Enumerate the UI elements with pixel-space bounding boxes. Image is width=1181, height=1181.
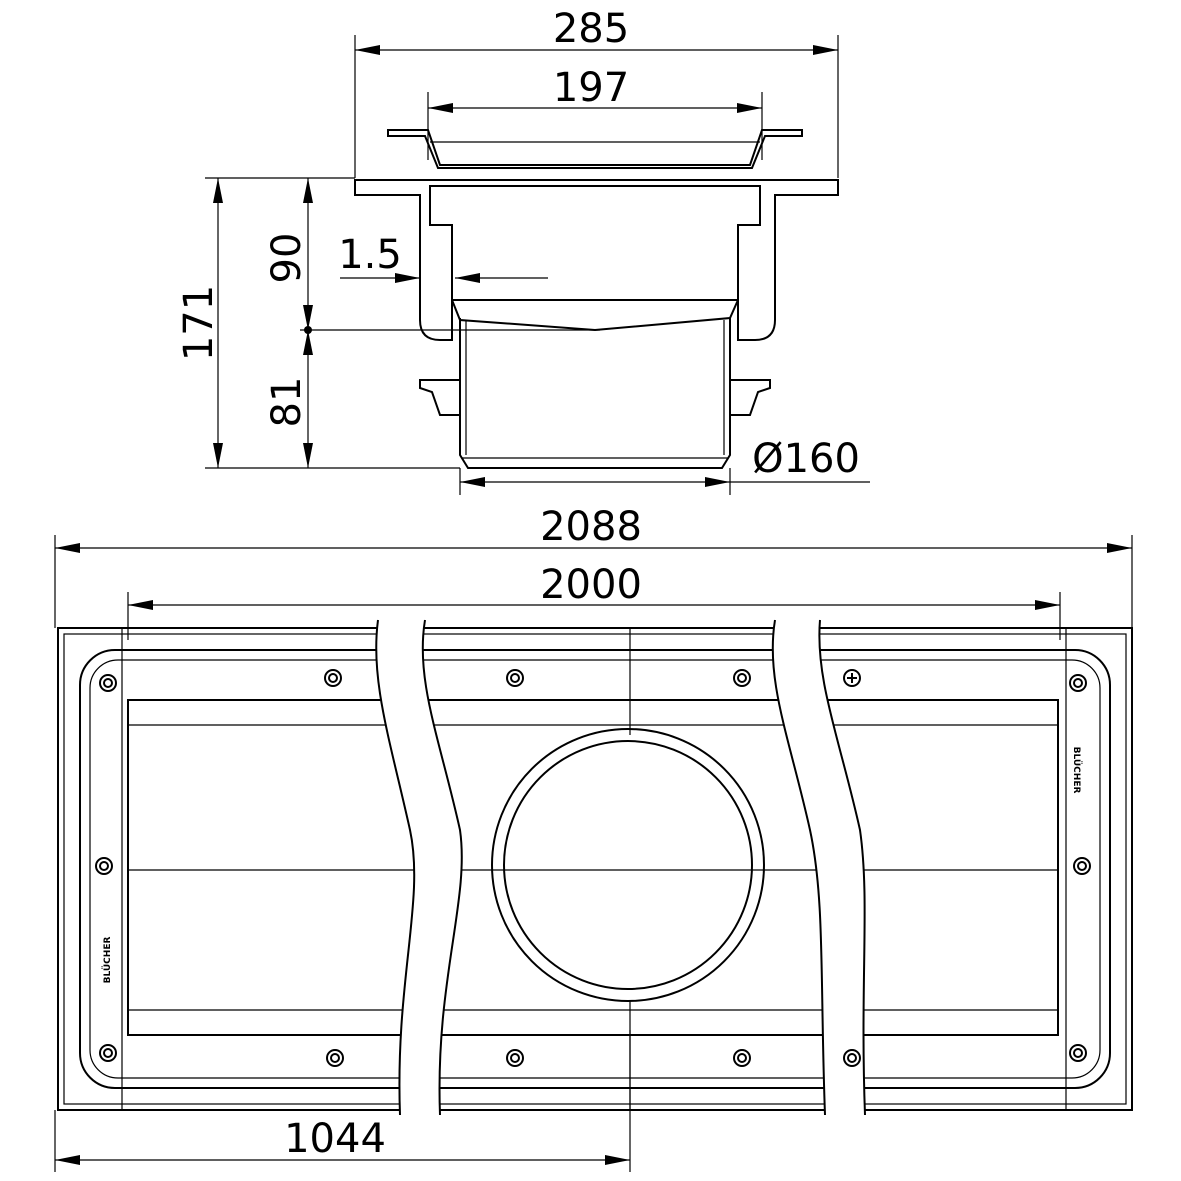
grate-profile — [387, 129, 803, 169]
dim-171: 171 — [176, 285, 222, 361]
dim-90: 90 — [264, 233, 310, 284]
brand-logo-right: BLÜCHER — [1071, 747, 1082, 794]
dim-1-5: 1.5 — [338, 232, 402, 278]
outlet-pipe — [459, 318, 731, 469]
brand-logo-left: BLÜCHER — [102, 937, 113, 984]
seal-ring-left — [419, 379, 461, 416]
outlet-circle — [491, 728, 765, 1002]
channel-floor — [451, 299, 739, 332]
dim-285: 285 — [553, 6, 629, 52]
seal-ring-right — [729, 379, 771, 416]
dim-2088: 2088 — [540, 504, 642, 550]
section-view: 285 197 1.5 Ø160 171 90 81 — [176, 6, 870, 495]
gasket-outline — [79, 649, 1111, 1089]
dim-1044: 1044 — [284, 1116, 386, 1162]
frame-outline — [57, 627, 1133, 1111]
dim-160: Ø160 — [752, 436, 860, 482]
bolts — [95, 669, 1091, 1067]
break-line-left — [375, 619, 416, 1116]
break-line-right — [771, 619, 826, 1116]
channel-inner — [127, 699, 1059, 1036]
channel-body — [354, 179, 839, 341]
dim-197: 197 — [553, 65, 629, 111]
plan-view: 2088 2000 1044 — [54, 504, 1133, 1172]
dim-81: 81 — [264, 377, 310, 428]
dim-2000: 2000 — [540, 562, 642, 608]
